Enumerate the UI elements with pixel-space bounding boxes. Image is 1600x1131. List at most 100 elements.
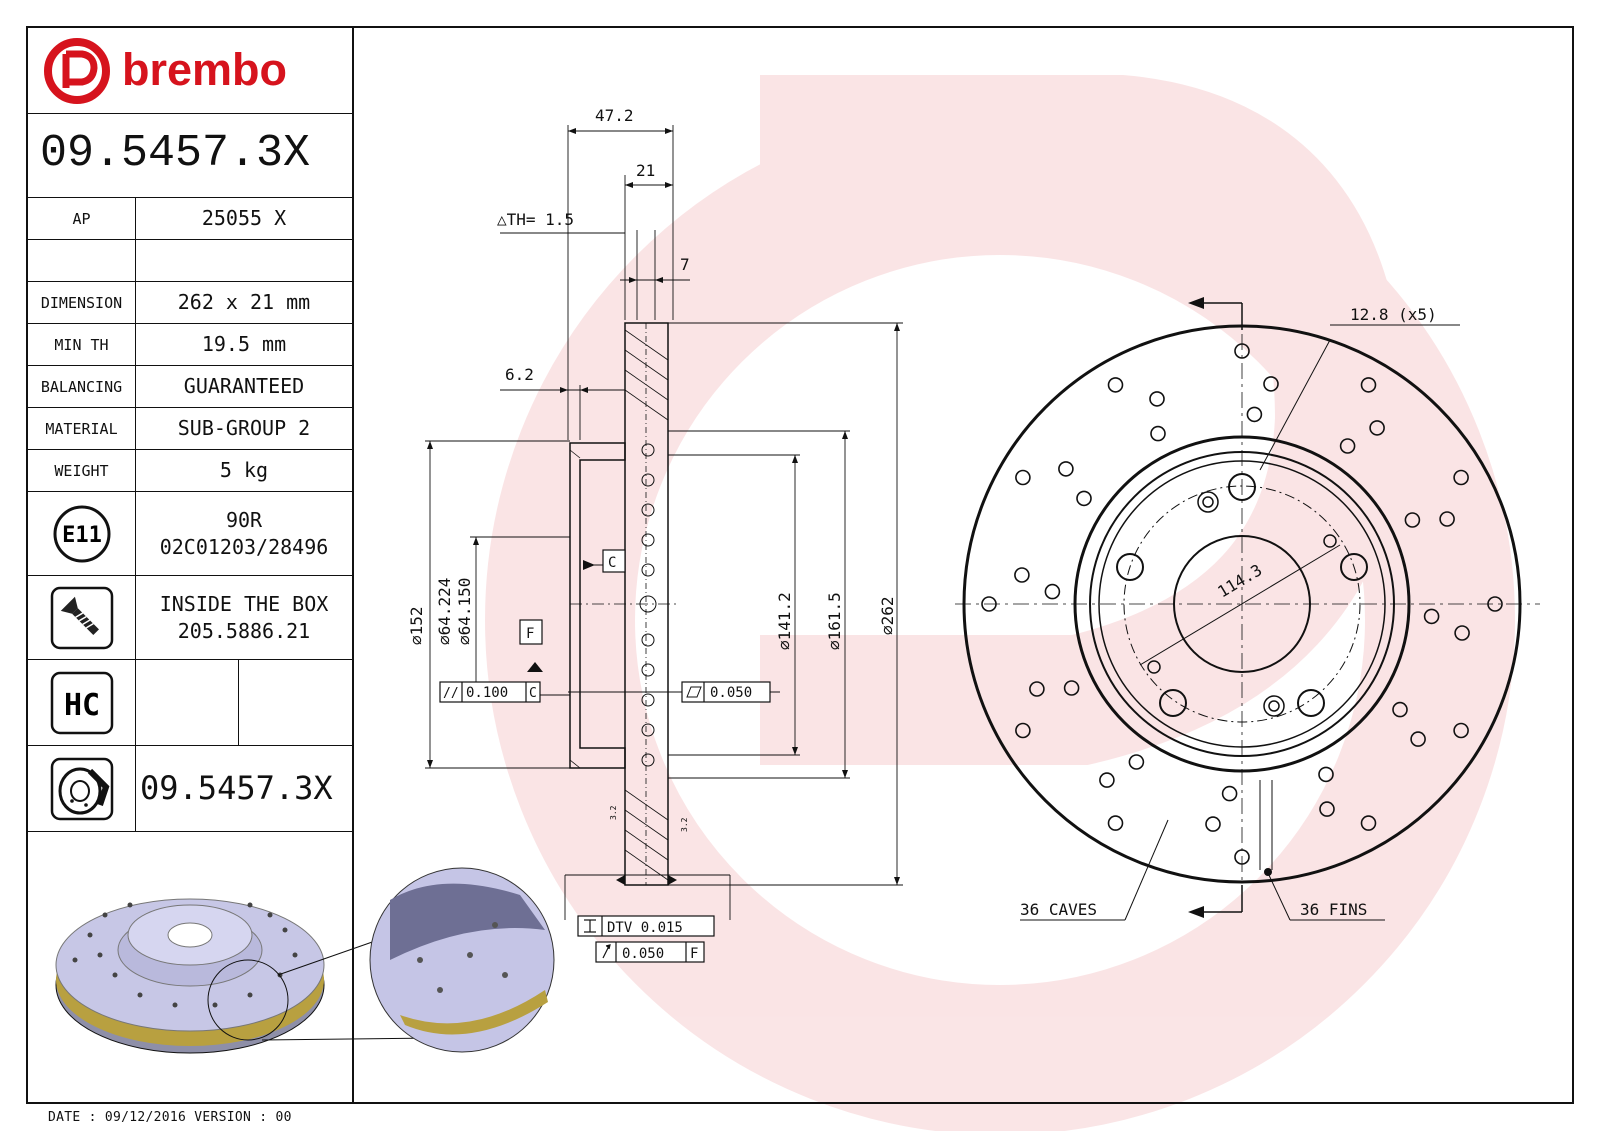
dimension-label: DIMENSION xyxy=(28,282,136,323)
min-th-row: MIN TH 19.5 mm xyxy=(28,324,352,366)
inside-box-values: INSIDE THE BOX 205.5886.21 xyxy=(136,576,352,659)
drilled-hole xyxy=(1246,406,1263,423)
inside-box-title: INSIDE THE BOX xyxy=(159,591,329,616)
dim-d64-upper: ⌀64.224 xyxy=(435,578,454,645)
drilled-hole xyxy=(1453,469,1469,486)
approval-row: E11 90R 02C01203/28496 xyxy=(28,492,352,576)
dim-d161: ⌀161.5 xyxy=(825,592,844,650)
drilled-hole xyxy=(1099,772,1115,788)
drilled-hole xyxy=(1205,816,1221,832)
disc-ref-number: 09.5457.3X xyxy=(140,768,333,807)
inside-box-row: INSIDE THE BOX 205.5886.21 xyxy=(28,576,352,660)
balancing-label: BALANCING xyxy=(28,366,136,407)
dimension-value: 262 x 21 mm xyxy=(177,290,311,314)
brembo-logo-icon xyxy=(44,38,110,104)
dim-arrows xyxy=(427,128,900,885)
balancing-row: BALANCING GUARANTEED xyxy=(28,366,352,408)
material-value: SUB-GROUP 2 xyxy=(177,416,311,440)
dim-overall-width: 47.2 xyxy=(595,106,634,125)
bolt-hole-dim: 12.8 (x5) xyxy=(1350,305,1437,324)
drilled-hole xyxy=(1487,596,1503,612)
dim-hat-thickness: 6.2 xyxy=(505,365,534,384)
dim-d262: ⌀262 xyxy=(878,596,897,635)
e11-badge-icon: E11 xyxy=(53,505,110,562)
drilled-hole xyxy=(1058,461,1074,477)
dimension-row: DIMENSION 262 x 21 mm xyxy=(28,282,352,324)
ap-label: AP xyxy=(28,198,136,239)
drilled-hole xyxy=(1128,754,1145,770)
runout-tolerance: 0.050 xyxy=(622,946,664,962)
drilled-hole xyxy=(1221,785,1238,802)
approval-code: 90R xyxy=(225,507,263,532)
dim-thickness: 21 xyxy=(636,161,655,180)
cross-section xyxy=(569,322,680,886)
pcd-dim: 114.3 xyxy=(1214,560,1265,601)
approval-values: 90R 02C01203/28496 xyxy=(136,492,352,575)
drilled-hole xyxy=(1015,722,1031,739)
parallelism-datum: C xyxy=(529,686,537,701)
weight-label: WEIGHT xyxy=(28,450,136,491)
material-label: MATERIAL xyxy=(28,408,136,449)
material-row: MATERIAL SUB-GROUP 2 xyxy=(28,408,352,450)
hc-row: HC xyxy=(28,660,352,746)
drilled-hole xyxy=(981,596,997,612)
front-view xyxy=(955,297,1540,921)
disc-render xyxy=(55,867,555,1054)
approval-badge-cell: E11 xyxy=(28,492,136,575)
ap-row: AP 25055 X xyxy=(28,198,352,240)
drilled-hole xyxy=(1318,766,1334,783)
drilled-hole xyxy=(1319,801,1335,817)
drilled-hole xyxy=(1076,490,1092,507)
drilled-hole xyxy=(1439,511,1455,527)
runout-icon xyxy=(602,944,611,959)
drilled-hole xyxy=(1360,815,1377,831)
empty-row xyxy=(28,240,352,282)
ap-value: 25055 X xyxy=(201,206,287,230)
approval-number: 02C01203/28496 xyxy=(159,534,329,559)
dim-d64-lower: ⌀64.150 xyxy=(455,578,474,645)
dim-th-tolerance: △TH= 1.5 xyxy=(497,210,574,229)
title-block: brembo 09.5457.3X AP 25055 X DIMENSION 2… xyxy=(28,28,354,1102)
drilled-hole xyxy=(1410,731,1426,747)
screw-icon xyxy=(50,586,113,649)
hc-badge-icon: HC xyxy=(50,671,113,734)
drilled-hole xyxy=(1149,391,1165,407)
dtv-icon xyxy=(584,919,596,933)
drilled-hole xyxy=(1404,512,1421,528)
feature-frames xyxy=(439,549,771,963)
dtv-tolerance: DTV 0.015 xyxy=(607,920,683,936)
datum-f-label: F xyxy=(526,626,534,642)
drilled-hole xyxy=(1453,722,1469,739)
small-dim-a: 3.2 xyxy=(609,805,618,820)
e11-badge-text: E11 xyxy=(62,523,102,548)
drilled-hole xyxy=(1369,420,1385,436)
datum-c-label: C xyxy=(608,555,616,571)
caves-label: 36 CAVES xyxy=(1020,900,1097,919)
small-dim-b: 3.2 xyxy=(680,817,689,832)
disc-icon-cell xyxy=(28,746,136,831)
min-th-value: 19.5 mm xyxy=(201,332,287,356)
flatness-icon xyxy=(686,686,702,698)
flatness-tolerance: 0.050 xyxy=(710,685,752,701)
drilled-hole xyxy=(1107,815,1124,831)
screw-cell xyxy=(28,576,136,659)
drilled-hole xyxy=(1063,680,1080,696)
brand-name: brembo xyxy=(122,44,288,95)
drilled-hole xyxy=(1423,608,1440,625)
drilled-hole xyxy=(1014,567,1030,583)
drilled-hole xyxy=(1234,343,1250,359)
hc-divider xyxy=(238,660,239,745)
drawing-sheet: brembo 09.5457.3X AP 25055 X DIMENSION 2… xyxy=(26,26,1574,1104)
cross-drilled-holes xyxy=(981,343,1503,865)
inside-box-number: 205.5886.21 xyxy=(177,618,311,643)
drilled-hole xyxy=(1234,849,1250,865)
drilled-hole xyxy=(1150,425,1166,442)
hc-badge-text: HC xyxy=(63,688,99,723)
drilled-hole xyxy=(1044,583,1061,600)
dim-d141: ⌀141.2 xyxy=(775,592,794,650)
footer-date-version: DATE : 09/12/2016 VERSION : 00 xyxy=(48,1110,292,1125)
drilled-hole xyxy=(1107,377,1124,393)
balancing-value: GUARANTEED xyxy=(183,374,305,398)
